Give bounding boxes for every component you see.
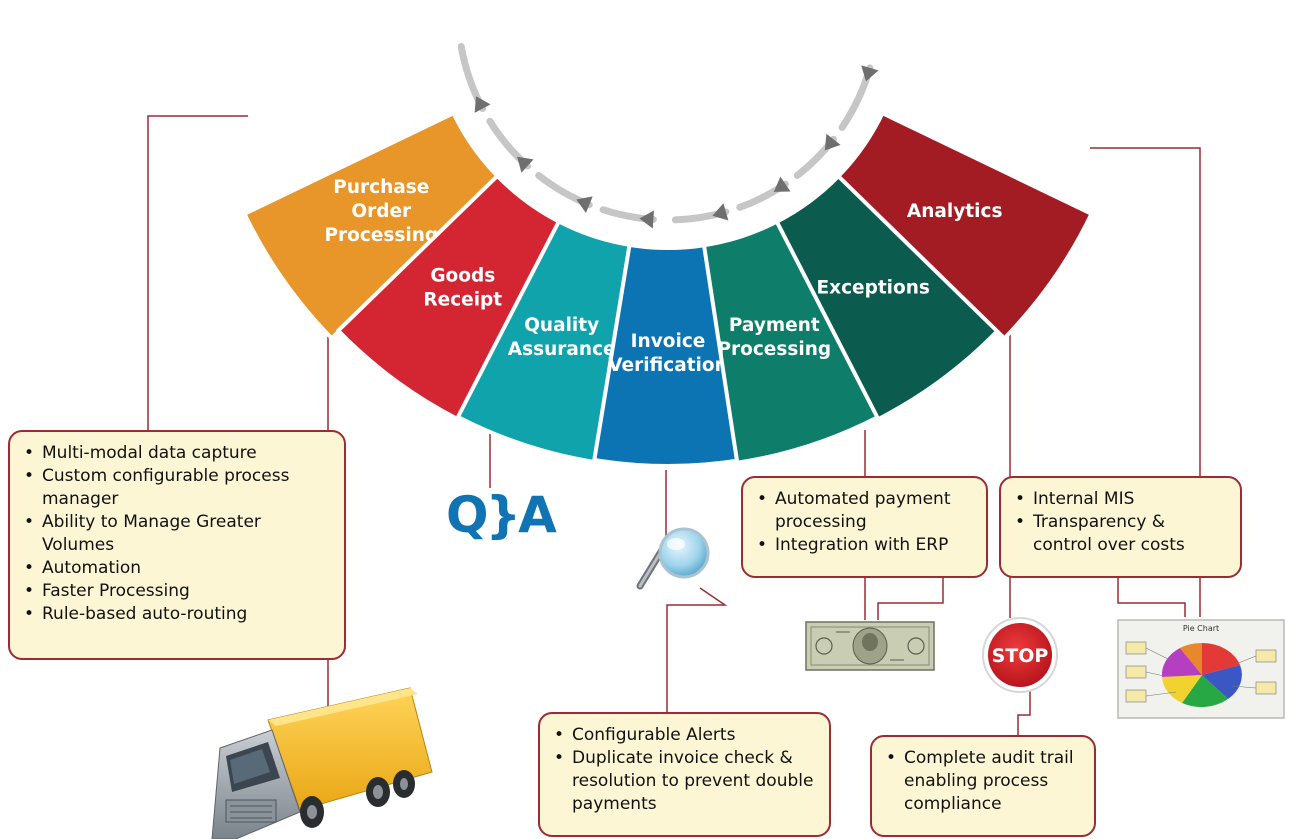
list-item: Automation: [22, 557, 332, 580]
segment-label-payment: Payment: [729, 315, 820, 336]
list-left-features: Multi-modal data captureCustom configura…: [22, 442, 332, 626]
segment-label-invoice: Verification: [608, 355, 728, 376]
segment-shape-goods: [336, 173, 562, 422]
segment-shape-purchase: [242, 111, 500, 341]
segment-label-purchase: Processing: [324, 225, 438, 246]
segment-analytics: Analytics: [836, 111, 1094, 341]
segment-label-invoice: Invoice: [631, 331, 706, 352]
flow-arrow-head: [773, 176, 791, 192]
flow-arrow-head: [861, 65, 879, 82]
box-analytics-features: Internal MISTransparency & control over …: [999, 476, 1242, 578]
flow-arrows: [457, 42, 879, 229]
list-item: Ability to Manage Greater Volumes: [22, 511, 332, 557]
segment-label-purchase: Order: [351, 201, 412, 222]
segment-label-analytics: Analytics: [907, 201, 1003, 222]
connector-payment-money-2: [877, 578, 944, 620]
connector-purchase: [147, 115, 248, 430]
list-item: Duplicate invoice check & resolution to …: [552, 747, 817, 816]
box-audit-features: Complete audit trail enabling process co…: [870, 735, 1096, 837]
pie-chart-icon: Pie Chart: [1117, 619, 1285, 719]
list-analytics-features: Internal MISTransparency & control over …: [1013, 488, 1228, 557]
list-item: Internal MIS: [1013, 488, 1228, 511]
list-item: Multi-modal data capture: [22, 442, 332, 465]
list-payment-features: Automated payment processingIntegration …: [755, 488, 974, 557]
segment-label-purchase: Purchase: [333, 177, 429, 198]
list-item: Custom configurable process manager: [22, 465, 332, 511]
connector-analytics: [1090, 147, 1201, 617]
segment-exceptions: Exceptions: [774, 173, 1000, 422]
truck-icon: [211, 687, 433, 839]
box-left-features: Multi-modal data captureCustom configura…: [8, 430, 346, 660]
qa-logo-text: Q}A: [446, 486, 557, 544]
box-payment-features: Automated payment processingIntegration …: [741, 476, 988, 578]
list-item: Configurable Alerts: [552, 724, 817, 747]
connector-analytics-chart: [1117, 578, 1186, 617]
pie-chart-title: Pie Chart: [1183, 624, 1219, 633]
stop-sign-icon: STOP: [982, 617, 1058, 693]
connector-stop-box: [1017, 685, 1031, 735]
list-item: Integration with ERP: [755, 534, 974, 557]
flow-arrow-head: [824, 133, 841, 151]
box-invoice-features: Configurable AlertsDuplicate invoice che…: [538, 712, 831, 837]
list-item: Complete audit trail enabling process co…: [884, 747, 1082, 816]
list-item: Automated payment processing: [755, 488, 974, 534]
flow-arrow-head: [576, 196, 593, 214]
qa-logo-icon: Q}A: [446, 486, 560, 544]
flow-arrow-head: [474, 96, 491, 113]
process-ring: PurchaseOrderProcessingGoodsReceiptQuali…: [242, 111, 1094, 468]
flow-arrow-head: [517, 156, 534, 173]
segment-shape-analytics: [836, 111, 1094, 341]
segment-label-payment: Processing: [717, 339, 831, 360]
list-invoice-features: Configurable AlertsDuplicate invoice che…: [552, 724, 817, 816]
segment-label-goods: Goods: [430, 265, 495, 286]
list-item: Rule-based auto-routing: [22, 603, 332, 626]
connector-magnifier-box: [666, 587, 728, 712]
stop-sign-text: STOP: [992, 645, 1049, 667]
segment-label-quality: Assurance: [508, 339, 616, 360]
magnifier-icon: [636, 527, 710, 590]
flow-arrow-head: [712, 203, 729, 221]
segment-label-exceptions: Exceptions: [817, 277, 930, 298]
segment-label-quality: Quality: [524, 315, 599, 336]
flow-arrow-head: [639, 210, 654, 229]
list-item: Faster Processing: [22, 580, 332, 603]
list-audit-features: Complete audit trail enabling process co…: [884, 747, 1082, 816]
list-item: Transparency & control over costs: [1013, 511, 1228, 557]
segment-label-goods: Receipt: [423, 289, 502, 310]
dollar-bill-icon: [805, 621, 935, 671]
